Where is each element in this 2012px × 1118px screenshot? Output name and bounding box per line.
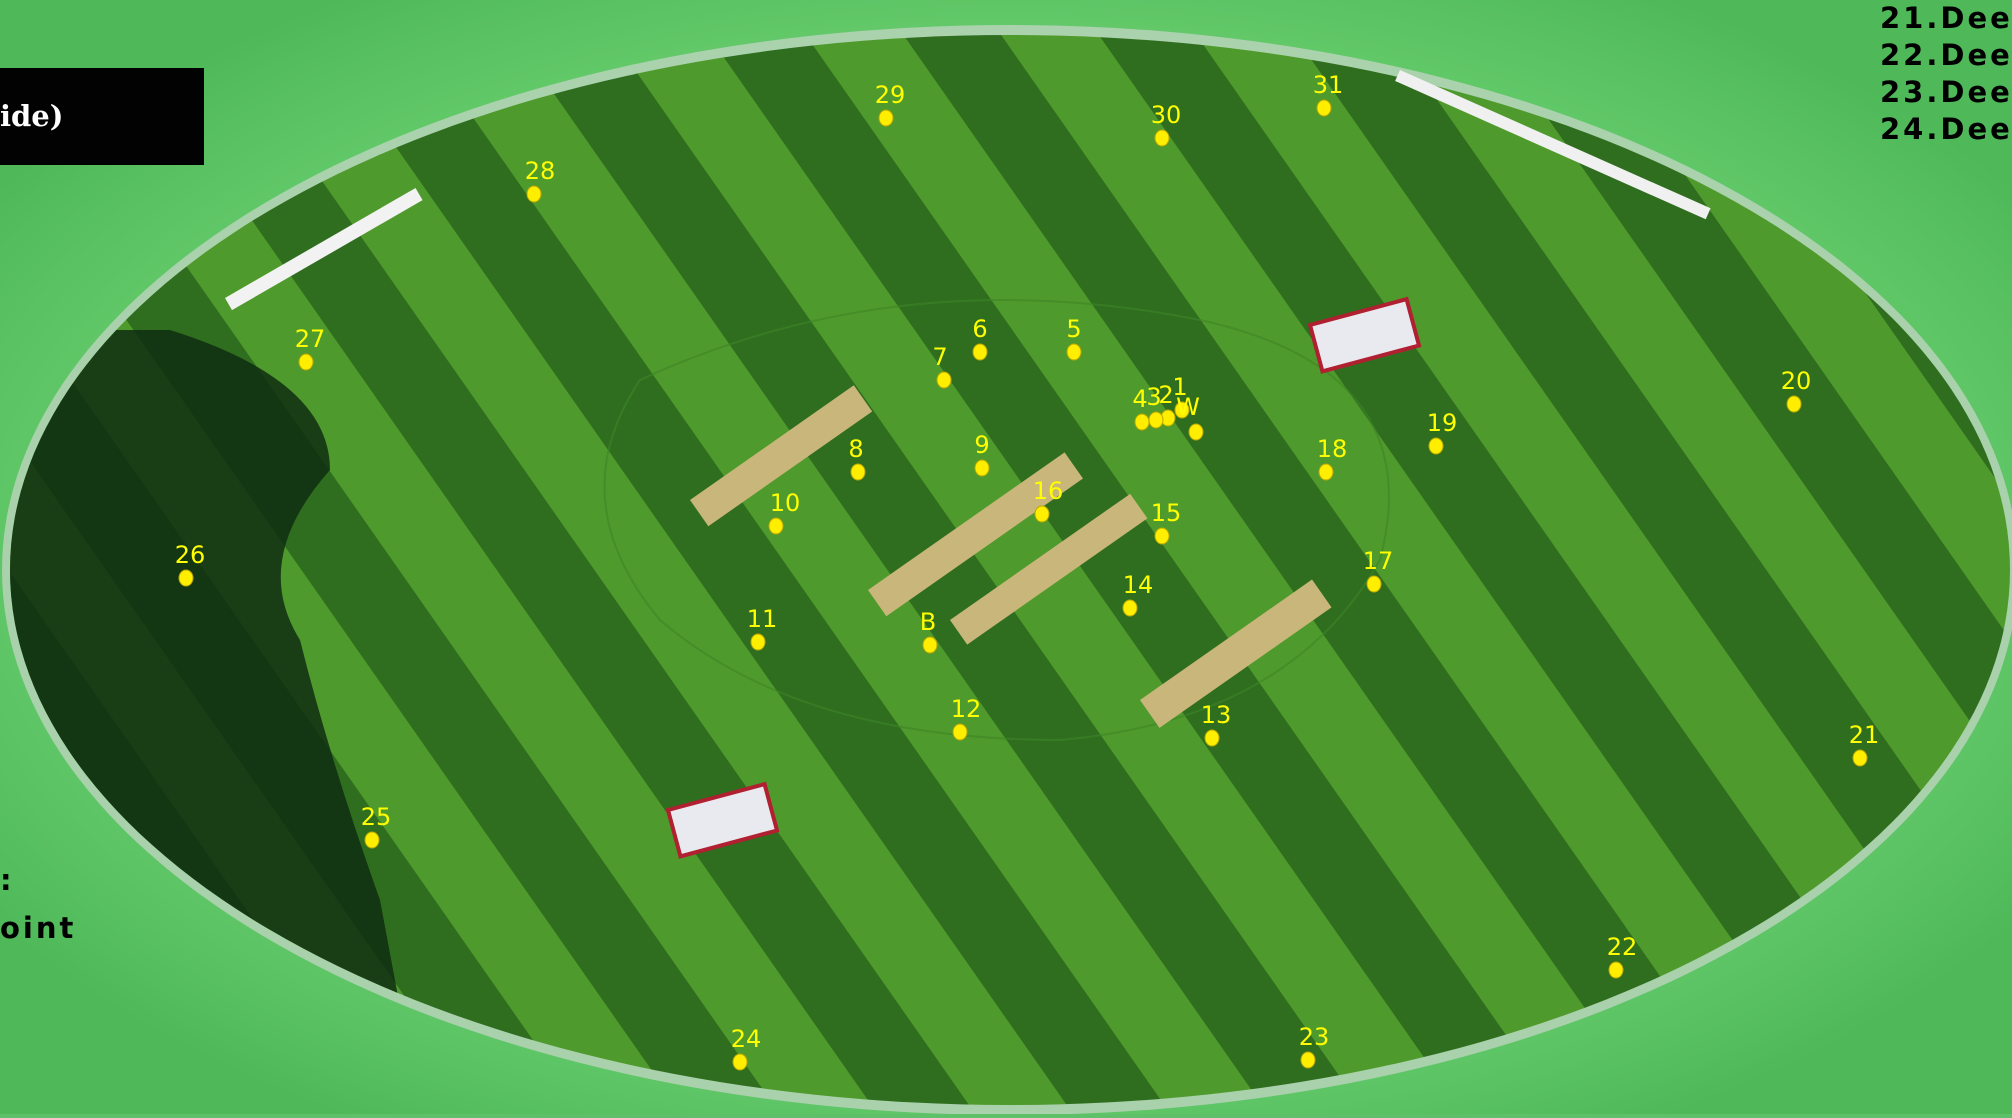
position-marker — [1155, 528, 1169, 544]
position-marker — [1429, 438, 1443, 454]
field-position-6: 6 — [972, 315, 987, 360]
position-label: 9 — [974, 431, 989, 459]
field-position-9: 9 — [974, 431, 989, 476]
position-marker — [1367, 576, 1381, 592]
position-label: 17 — [1363, 547, 1394, 575]
position-marker — [1067, 344, 1081, 360]
position-label: 21 — [1849, 721, 1880, 749]
legend-right: 21.Dee 22.Dee 23.Dee 24.Dee — [1880, 0, 2012, 148]
position-label: 20 — [1781, 367, 1812, 395]
position-marker — [1135, 414, 1149, 430]
position-marker — [879, 110, 893, 126]
position-marker — [751, 634, 765, 650]
position-label: 16 — [1033, 477, 1064, 505]
title-text: ide) — [0, 99, 63, 133]
position-marker — [769, 518, 783, 534]
position-marker — [179, 570, 193, 586]
legend-item: 21.Dee — [1880, 0, 2012, 37]
position-label: 25 — [361, 803, 392, 831]
position-label: 30 — [1151, 101, 1182, 129]
position-marker — [1301, 1052, 1315, 1068]
position-label: 18 — [1317, 435, 1348, 463]
position-marker — [923, 637, 937, 653]
legend-left: : oint — [0, 856, 76, 952]
legend-item: : — [0, 856, 76, 904]
position-label: 23 — [1299, 1023, 1330, 1051]
legend-item: oint — [0, 904, 76, 952]
position-label: 13 — [1201, 701, 1232, 729]
position-marker — [1149, 412, 1163, 428]
position-label: 19 — [1427, 409, 1458, 437]
position-marker — [1205, 730, 1219, 746]
legend-item: 24.Dee — [1880, 111, 2012, 148]
position-label: 28 — [525, 157, 556, 185]
position-marker — [1123, 600, 1137, 616]
position-marker — [975, 460, 989, 476]
position-marker — [937, 372, 951, 388]
position-label: 12 — [951, 695, 982, 723]
position-label: B — [920, 608, 936, 636]
position-label: 5 — [1066, 315, 1081, 343]
field-position-8: 8 — [848, 435, 865, 480]
position-label: 10 — [770, 489, 801, 517]
field-position-5: 5 — [1066, 315, 1081, 360]
position-label: W — [1176, 393, 1200, 421]
position-label: 27 — [295, 325, 326, 353]
position-marker — [1189, 424, 1203, 440]
position-marker — [1787, 396, 1801, 412]
position-label: 22 — [1607, 933, 1638, 961]
legend-item: 22.Dee — [1880, 37, 2012, 74]
position-label: 6 — [972, 315, 987, 343]
position-marker — [1035, 506, 1049, 522]
position-marker — [1319, 464, 1333, 480]
position-label: 4 — [1132, 385, 1147, 413]
position-label: 15 — [1151, 499, 1182, 527]
position-label: 14 — [1123, 571, 1154, 599]
position-marker — [1317, 100, 1331, 116]
position-marker — [365, 832, 379, 848]
position-label: 7 — [932, 343, 947, 371]
position-label: 26 — [175, 541, 206, 569]
position-marker — [973, 344, 987, 360]
field-position-4: 4 — [1132, 385, 1149, 430]
position-marker — [733, 1054, 747, 1070]
position-marker — [851, 464, 865, 480]
position-label: 31 — [1313, 71, 1344, 99]
position-label: 24 — [731, 1025, 762, 1053]
position-marker — [1155, 130, 1169, 146]
position-marker — [953, 724, 967, 740]
position-label: 29 — [875, 81, 906, 109]
position-marker — [527, 186, 541, 202]
title-box: ide) — [0, 68, 204, 165]
position-marker — [1609, 962, 1623, 978]
position-marker — [1853, 750, 1867, 766]
legend-item: 23.Dee — [1880, 74, 2012, 111]
position-label: 8 — [848, 435, 863, 463]
position-marker — [299, 354, 313, 370]
position-label: 3 — [1146, 383, 1161, 411]
position-label: 11 — [747, 605, 778, 633]
